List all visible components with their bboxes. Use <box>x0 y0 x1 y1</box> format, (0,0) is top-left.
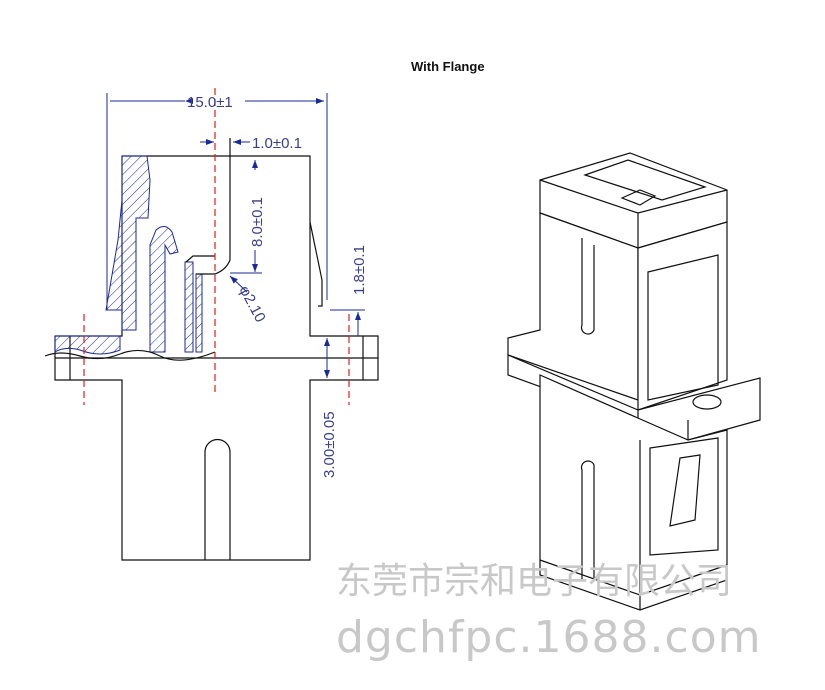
dim-flange-thickness: 3.00±0.05 <box>321 411 338 478</box>
dim-clip-gap: 1.8±0.1 <box>351 245 368 295</box>
dim-depth: 8.0±0.1 <box>249 197 266 247</box>
section-view: 15.0±1 1.0±0.1 8.0±0.1 φ2.10 1.8±0.1 3.0… <box>44 88 379 561</box>
dim-overall-width: 15.0±1 <box>187 94 233 111</box>
watermark-site: dgchfpc.1688.com <box>336 612 762 663</box>
watermark-company: 东莞市宗和电子有限公司 <box>336 561 733 602</box>
isometric-view <box>507 152 761 611</box>
drawing-title: With Flange <box>411 59 485 74</box>
dim-diameter: φ2.10 <box>235 283 268 325</box>
dim-offset: 1.0±0.1 <box>252 135 302 152</box>
